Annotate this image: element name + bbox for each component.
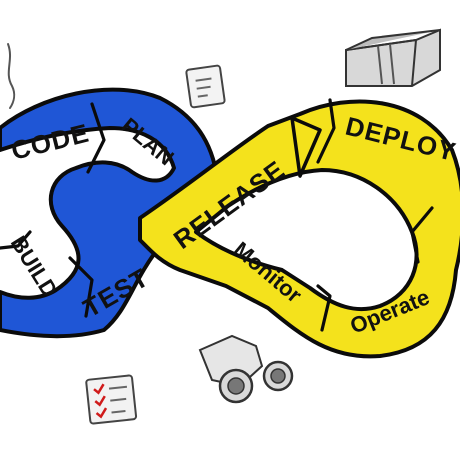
checklist-icon xyxy=(85,374,138,425)
document-icon xyxy=(185,64,226,109)
dev-loop xyxy=(0,87,220,339)
ops-loop xyxy=(138,98,460,359)
dev-loop-band xyxy=(0,87,220,339)
release-arrowhead xyxy=(290,116,322,178)
stage-build: BUILD xyxy=(6,231,63,301)
binoculars-icon xyxy=(198,334,294,404)
box-icon xyxy=(345,28,441,87)
hook-icon xyxy=(7,43,16,109)
